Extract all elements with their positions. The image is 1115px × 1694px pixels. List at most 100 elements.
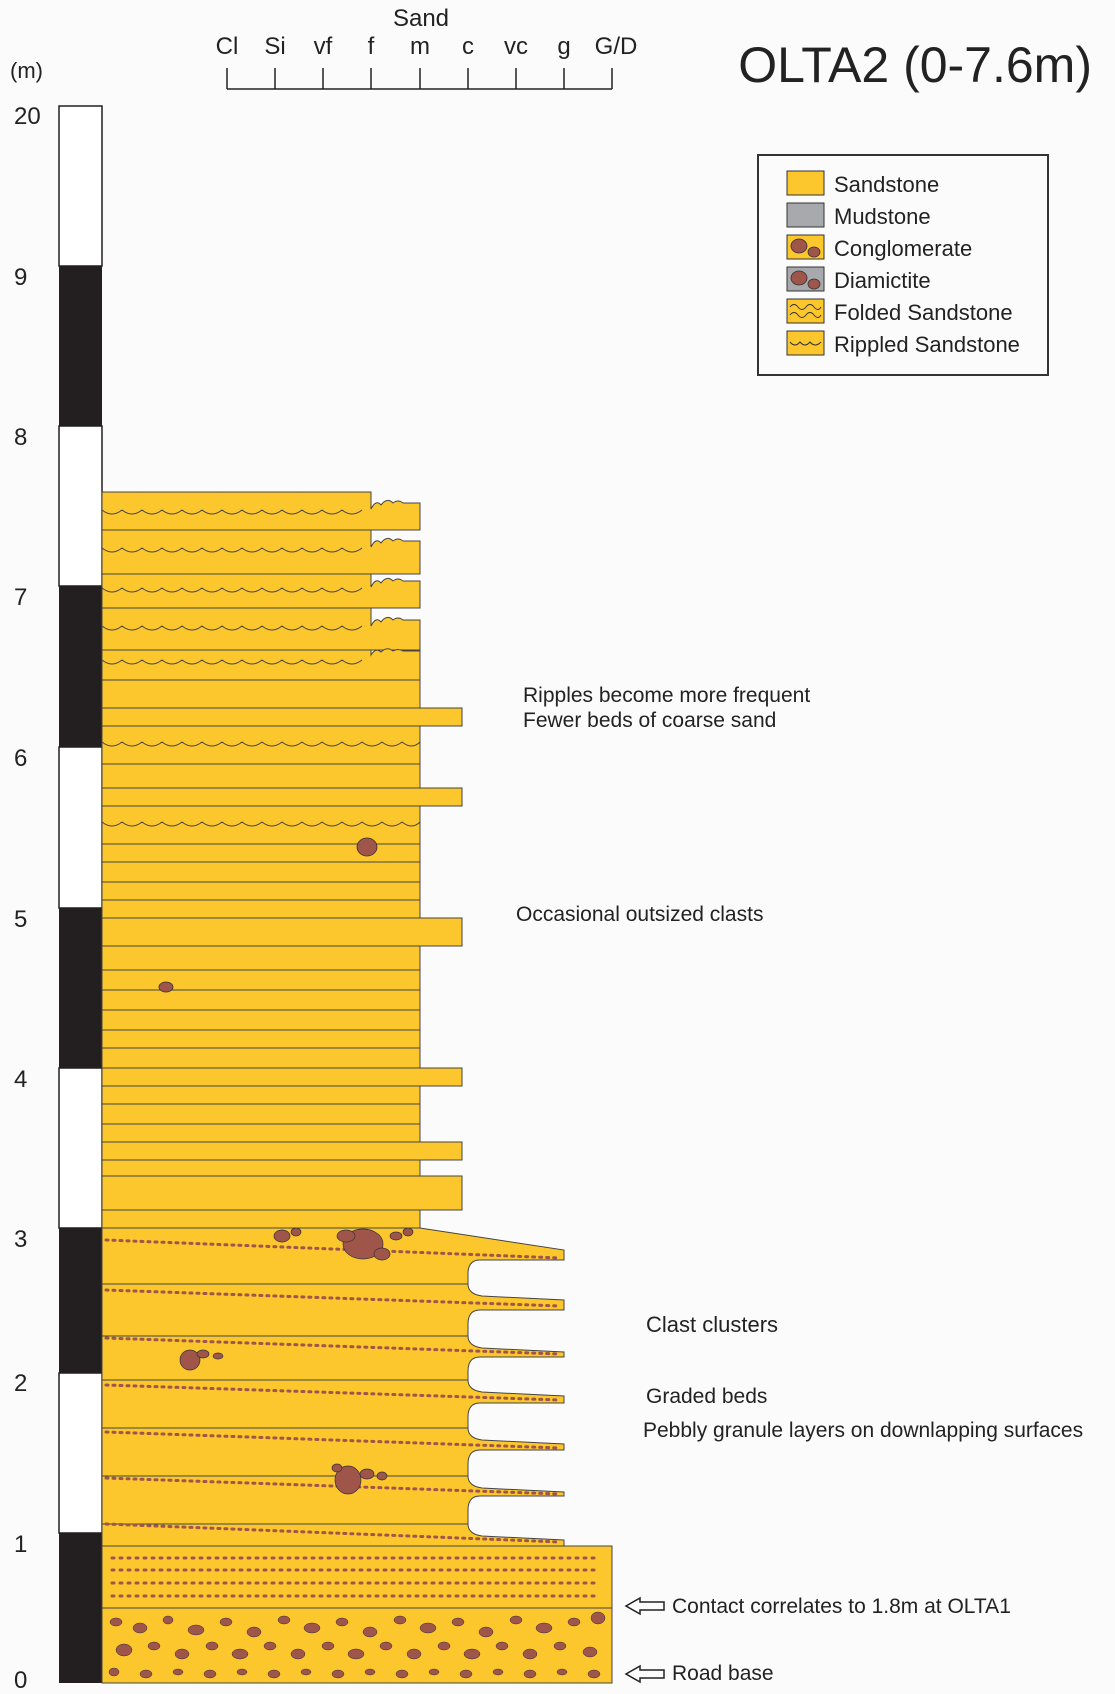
legend-label: Mudstone (834, 204, 931, 229)
sandstone-bed (101, 881, 421, 901)
scale-segment (58, 746, 103, 909)
scale-segment (58, 425, 103, 587)
annotation-clast-clusters: Clast clusters (646, 1312, 778, 1337)
outsized-clast (158, 981, 174, 993)
sandstone-bed (101, 945, 421, 971)
sandstone-bed (101, 1009, 421, 1031)
scale-segment (59, 266, 102, 426)
conglomerate-clasts (108, 1611, 606, 1679)
outsized-clast (356, 837, 378, 857)
arrow-icon (624, 1664, 665, 1684)
scale-tick-label: 2 (14, 1370, 27, 1397)
scale-tick-label: 6 (14, 745, 27, 772)
scale-tick-labels: 20 9 8 7 6 5 4 3 2 1 0 (14, 103, 41, 1694)
grain-label: Cl (216, 33, 239, 60)
sandstone-bed (101, 899, 421, 919)
grain-label: G/D (595, 33, 638, 60)
annotation-fewer-coarse: Fewer beds of coarse sand (523, 709, 776, 732)
sandstone-bed (101, 1067, 463, 1087)
sandstone-bed (101, 1141, 463, 1161)
graded-bed (101, 1475, 565, 1525)
scale-segment (59, 586, 102, 747)
page-title: OLTA2 (0-7.6m) (738, 37, 1092, 93)
legend-label: Rippled Sandstone (834, 332, 1020, 357)
graded-bed (101, 1379, 565, 1429)
scale-tick-label: 9 (14, 264, 27, 291)
graded-bed (101, 1283, 565, 1337)
legend-swatch-mudstone (786, 202, 825, 228)
legend-swatch-folded (786, 298, 825, 324)
arrow-icon (624, 1596, 665, 1616)
sandstone-bed (101, 725, 421, 765)
legend: Sandstone Mudstone Conglomerate Diamicti… (757, 154, 1049, 376)
annotation-ripples: Ripples become more frequent (523, 684, 810, 707)
sandstone-bed (101, 679, 421, 709)
rippled-bed (101, 573, 421, 609)
scale-segment (59, 1533, 102, 1683)
sandstone-bed (101, 787, 463, 807)
scale-segment (58, 1372, 103, 1534)
sandstone-bed (101, 1103, 421, 1125)
legend-swatch-sandstone (786, 170, 825, 196)
legend-label: Diamictite (834, 268, 931, 293)
rippled-bed (101, 529, 421, 575)
sandstone-bed (101, 1209, 421, 1229)
legend-swatch-diamictite (786, 266, 825, 292)
annotation-road-base: Road base (672, 1662, 774, 1685)
scale-tick-label: 8 (14, 424, 27, 451)
sandstone-bed (101, 969, 421, 991)
legend-swatch-rippled (786, 330, 825, 356)
basal-unit (101, 1545, 613, 1684)
grain-label: vc (504, 33, 528, 60)
annotation-contact: Contact correlates to 1.8m at OLTA1 (672, 1595, 1011, 1618)
arrow-icon (624, 1596, 665, 1684)
annotation-pebbly-layers: Pebbly granule layers on downlapping sur… (643, 1419, 1083, 1442)
sandstone-bed (101, 1047, 421, 1069)
sandstone-bed (101, 1159, 421, 1177)
rippled-bed (101, 648, 421, 681)
grain-labels: Cl Si vf f m c vc g G/D (216, 33, 638, 60)
grain-label: vf (314, 33, 333, 60)
grain-label: Si (264, 33, 285, 60)
scale-segment (59, 1228, 102, 1373)
sandstone-bed (101, 917, 463, 947)
rippled-bed (101, 607, 421, 651)
sandstone-bed (101, 763, 421, 789)
legend-label: Sandstone (834, 172, 939, 197)
clast-cluster (179, 1349, 224, 1371)
upper-sandstone-unit (101, 491, 463, 1229)
grain-label: m (410, 33, 430, 60)
pebbly-sandstone-bed (101, 1545, 613, 1609)
scale-segment (58, 105, 103, 267)
sandstone-bed (101, 861, 421, 883)
scale-segment (58, 1067, 103, 1229)
legend-label: Conglomerate (834, 236, 972, 261)
scale-tick-label: 5 (14, 906, 27, 933)
grain-scale (226, 68, 613, 90)
scale-tick-label: 4 (14, 1066, 27, 1093)
scale-segment (59, 908, 102, 1068)
graded-bed (101, 1427, 565, 1477)
sandstone-bed (101, 1085, 421, 1105)
clast-cluster (273, 1227, 414, 1261)
grain-label: f (368, 33, 375, 60)
clast-cluster (331, 1463, 388, 1495)
scale-tick-label: 0 (14, 1667, 27, 1694)
annotation-graded-beds: Graded beds (646, 1385, 767, 1408)
scale-tick-label: 3 (14, 1226, 27, 1253)
annotations: Ripples become more frequent Fewer beds … (516, 684, 1083, 1685)
graded-bed (101, 1335, 565, 1381)
graded-unit (101, 1227, 565, 1547)
sandstone-bed (101, 1123, 421, 1143)
scale-tick-label: 20 (14, 103, 41, 130)
scale-unit-label: (m) (10, 58, 43, 83)
sandstone-bed (101, 805, 421, 845)
grain-label: c (462, 33, 474, 60)
scale-bar (58, 105, 103, 1683)
sandstone-bed (101, 1175, 463, 1211)
sandstone-bed (101, 989, 421, 1011)
grain-group-label: Sand (393, 5, 449, 32)
pebbly-layers (104, 1238, 562, 1544)
